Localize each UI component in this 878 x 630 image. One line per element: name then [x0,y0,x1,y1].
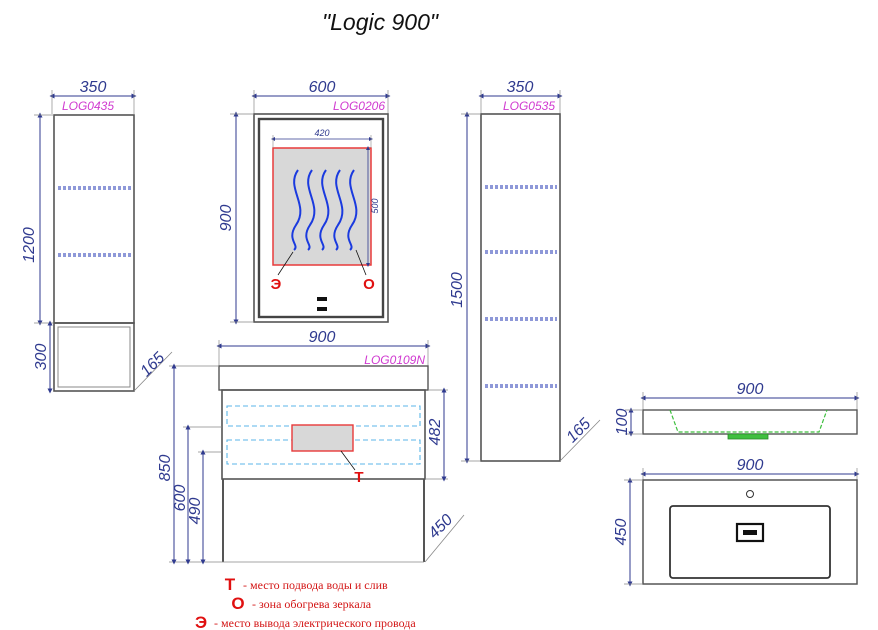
mirror-mark-e: Э [271,276,282,293]
mirror-mark-o: О [363,276,375,293]
mirror-height: 900 [218,205,235,232]
cabinet-left: 350 LOG0435 1200 300 165 [21,79,173,394]
cabinet-right-depth: 165 [563,415,594,446]
basin-top-body [642,479,858,585]
cabinet-left-height-bottom: 300 [33,344,50,371]
cabinet-right-code: LOG0535 [503,99,555,113]
vanity: 900 LOG0109N Т 850 600 490 482 450 [157,329,465,565]
cabinet-left-body [53,114,135,324]
cabinet-left-width: 350 [80,79,107,96]
mirror-code: LOG0206 [333,99,385,113]
cabinet-left-height-top: 1200 [21,227,38,263]
vanity-code: LOG0109N [364,353,425,367]
mirror-switch [317,297,327,301]
basin-side-view: 900 100 [614,381,860,440]
basin-side-body [642,409,858,435]
faucet-hole [746,490,754,498]
cabinet-right-height: 1500 [449,272,466,308]
basin-bowl [669,505,831,579]
vanity-body [221,389,426,480]
legend-text-t: - место подвода воды и слив [243,578,388,592]
legend-text-o: - зона обогрева зеркала [252,597,372,611]
basin-drain [727,433,769,440]
mirror-width: 600 [309,79,336,96]
cabinet-right-body [480,113,561,462]
cabinet-right: 350 LOG0535 1500 165 [449,79,601,464]
cabinet-left-code: LOG0435 [62,99,114,113]
mirror-heat-height: 500 [370,198,380,213]
basin-side-width: 900 [737,381,764,398]
vanity-mark-t: Т [354,469,363,486]
mirror: 600 LOG0206 420 500 Э О 900 [218,79,391,325]
cabinet-left-open-shelf [53,322,135,392]
vanity-basin-top [218,365,429,391]
mirror-heat-width: 420 [314,128,329,138]
vanity-water-zone [291,424,354,452]
legend-mark-o: О [231,594,244,613]
basin-top-width: 900 [737,457,764,474]
legend-mark-t: Т [225,575,236,594]
legend-mark-e: Э [195,613,207,630]
basin-top-view: 900 450 [613,457,860,587]
cabinet-left-depth: 165 [137,349,168,380]
vanity-drawer-top [226,405,421,427]
vanity-height-482: 482 [427,419,444,446]
legend-text-e: - место вывода электрического провода [214,616,416,630]
vanity-width: 900 [309,329,336,346]
basin-drain-top [735,522,765,543]
basin-side-height: 100 [614,409,631,436]
mirror-frame [253,113,389,323]
vanity-depth: 450 [425,511,456,542]
vanity-height-850: 850 [157,455,174,482]
mirror-heating-zone [272,147,372,266]
vanity-height-490: 490 [187,498,204,525]
legend: Т - место подвода воды и слив О - зона о… [195,575,416,630]
cabinet-right-width: 350 [507,79,534,96]
heating-wave-icon [291,169,358,251]
basin-top-depth: 450 [613,519,630,546]
diagram-title: "Logic 900" [322,9,440,35]
vanity-height-600: 600 [172,485,189,512]
